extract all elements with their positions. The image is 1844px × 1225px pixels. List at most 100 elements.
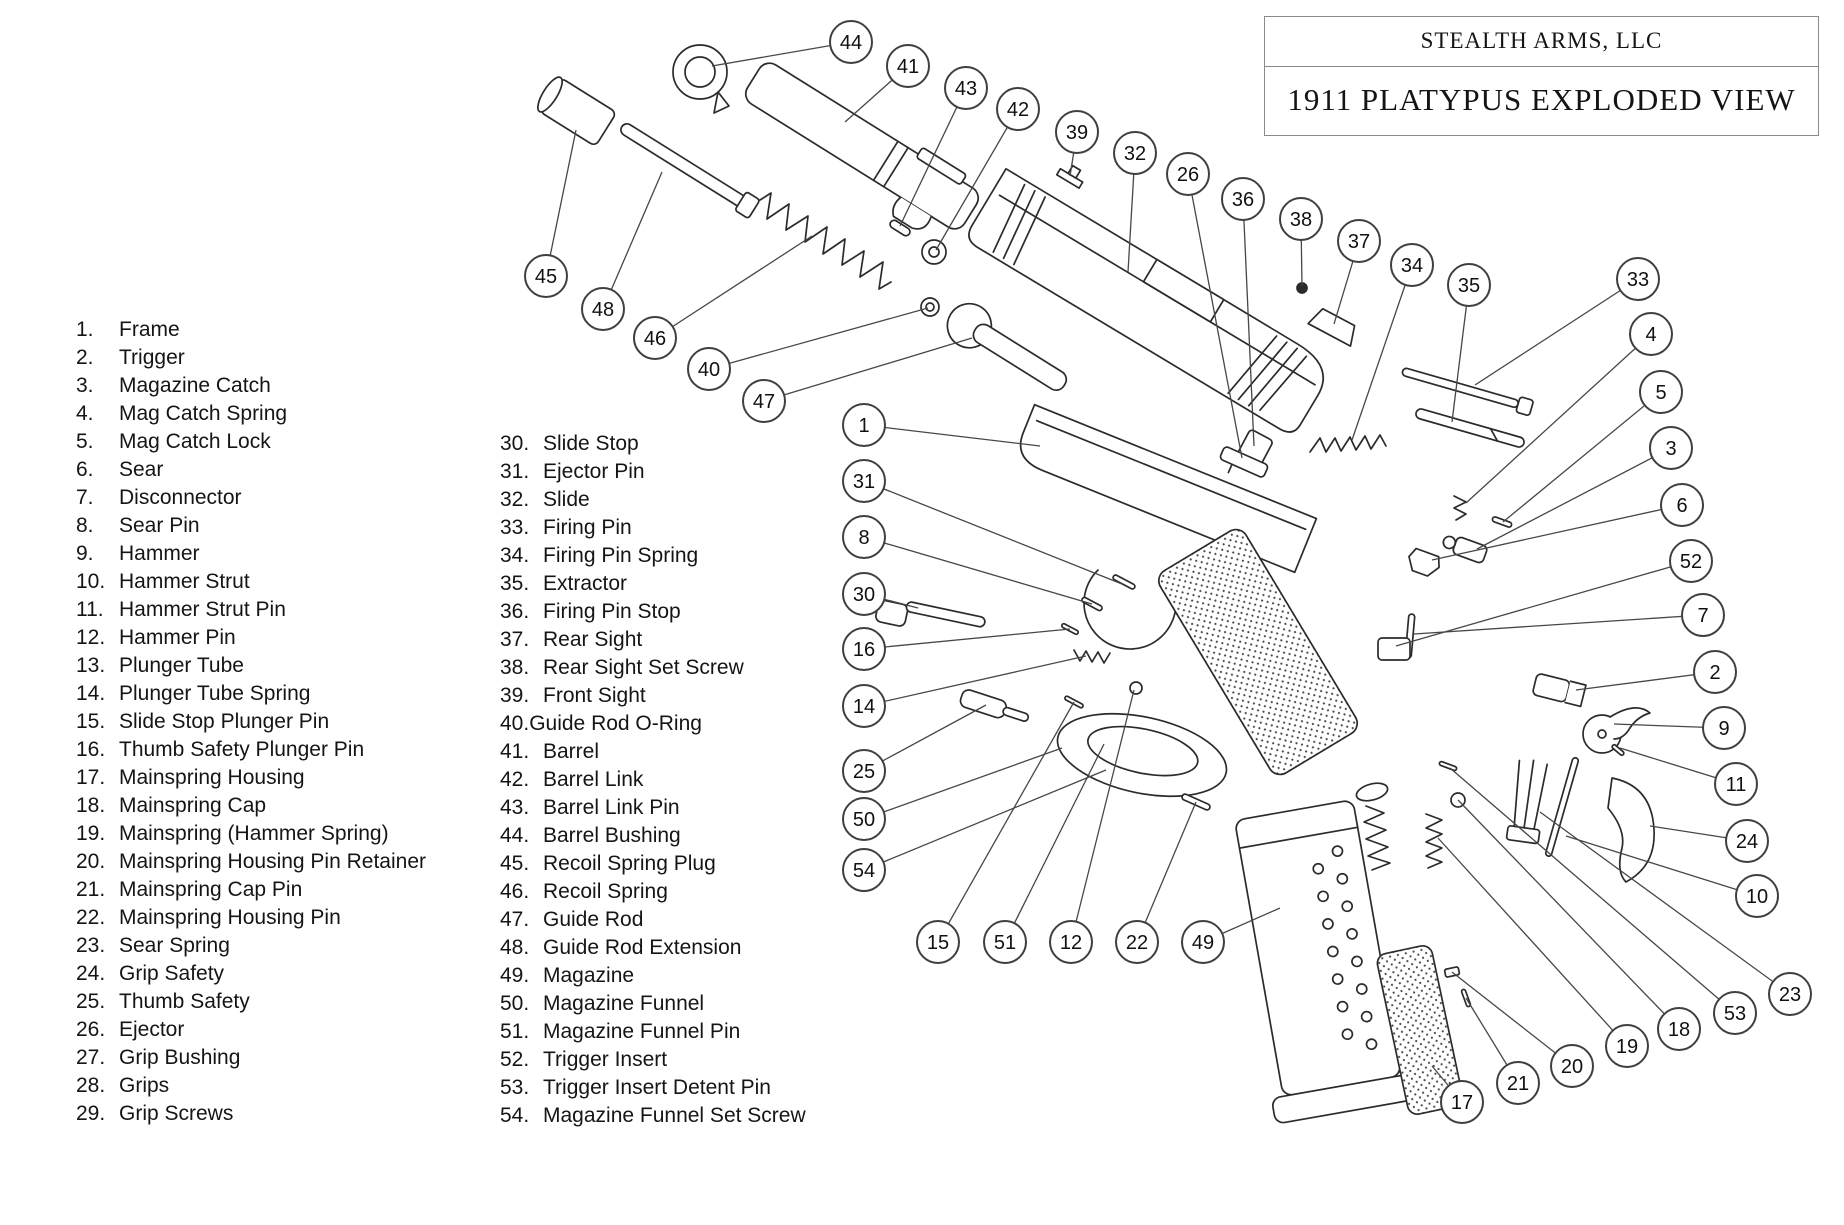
leader-line-45 xyxy=(545,129,577,277)
part-trigger-insert xyxy=(1377,637,1411,661)
leader-line-20 xyxy=(1451,971,1573,1067)
parts-list-item-10: 10.Hammer Strut xyxy=(76,568,426,596)
svg-text:16: 16 xyxy=(853,639,875,661)
part-thumb-safety xyxy=(959,689,1030,722)
callout-54: 54 xyxy=(842,848,886,892)
parts-list-item-48: 48.Guide Rod Extension xyxy=(500,934,806,962)
part-frame xyxy=(1019,403,1359,776)
svg-text:49: 49 xyxy=(1192,932,1214,954)
part-magazine-follower xyxy=(1355,782,1389,802)
part-mag-catch-spring xyxy=(1453,495,1467,521)
callout-21: 21 xyxy=(1496,1061,1540,1105)
svg-text:39: 39 xyxy=(1066,122,1088,144)
callout-2: 2 xyxy=(1693,650,1737,694)
parts-list-item-51: 51.Magazine Funnel Pin xyxy=(500,1018,806,1046)
svg-text:52: 52 xyxy=(1680,551,1702,573)
part-label: Mag Catch Lock xyxy=(119,430,271,453)
parts-list-item-39: 39.Front Sight xyxy=(500,682,806,710)
parts-list-item-47: 47.Guide Rod xyxy=(500,906,806,934)
svg-text:17: 17 xyxy=(1451,1092,1473,1114)
svg-text:10: 10 xyxy=(1746,886,1768,908)
part-number: 24. xyxy=(76,962,106,985)
part-number: 18. xyxy=(76,794,106,817)
part-number: 41. xyxy=(500,740,530,763)
svg-text:8: 8 xyxy=(858,527,869,549)
part-label: Rear Sight xyxy=(543,628,643,651)
parts-list-item-25: 25.Thumb Safety xyxy=(76,988,426,1016)
part-number: 51. xyxy=(500,1020,530,1043)
parts-list-item-34: 34.Firing Pin Spring xyxy=(500,542,806,570)
part-number: 37. xyxy=(500,628,530,651)
callout-18: 18 xyxy=(1657,1007,1701,1051)
part-label: Hammer Pin xyxy=(119,626,236,649)
callout-49: 49 xyxy=(1181,920,1225,964)
part-number: 31. xyxy=(500,460,530,483)
part-magazine-catch xyxy=(1442,535,1488,564)
callout-24: 24 xyxy=(1725,819,1769,863)
part-number: 40. xyxy=(500,712,530,735)
parts-list-item-14: 14.Plunger Tube Spring xyxy=(76,680,426,708)
svg-text:2: 2 xyxy=(1709,662,1720,684)
part-number: 10. xyxy=(76,570,106,593)
parts-list-item-45: 45.Recoil Spring Plug xyxy=(500,850,806,878)
svg-text:45: 45 xyxy=(535,266,557,288)
parts-list-item-27: 27.Grip Bushing xyxy=(76,1044,426,1072)
part-number: 54. xyxy=(500,1104,530,1127)
part-recoil-spring xyxy=(759,192,892,290)
part-number: 34. xyxy=(500,544,530,567)
parts-list-item-50: 50.Magazine Funnel xyxy=(500,990,806,1018)
svg-text:37: 37 xyxy=(1348,231,1370,253)
leader-line-3 xyxy=(1476,447,1672,550)
parts-list-item-1: 1.Frame xyxy=(76,316,426,344)
svg-text:50: 50 xyxy=(853,809,875,831)
part-number: 32. xyxy=(500,488,530,511)
part-label: Rear Sight Set Screw xyxy=(543,656,744,679)
part-number: 4. xyxy=(76,402,94,425)
svg-text:44: 44 xyxy=(840,32,862,54)
parts-list-item-37: 37. Rear Sight xyxy=(500,626,806,654)
part-number: 5. xyxy=(76,430,94,453)
part-label: Guide Rod xyxy=(543,908,644,931)
parts-list-item-19: 19.Mainspring (Hammer Spring) xyxy=(76,820,426,848)
svg-text:42: 42 xyxy=(1007,99,1029,121)
parts-list-item-38: 38.Rear Sight Set Screw xyxy=(500,654,806,682)
callout-38: 38 xyxy=(1279,197,1323,241)
part-label: Grips xyxy=(119,1074,170,1097)
leader-line-10 xyxy=(1565,835,1758,897)
part-label: Trigger Insert xyxy=(543,1048,668,1071)
part-plunger-tube-spring xyxy=(1073,649,1111,664)
svg-text:6: 6 xyxy=(1676,495,1687,517)
callout-47: 47 xyxy=(742,379,786,423)
parts-list-item-16: 16.Thumb Safety Plunger Pin xyxy=(76,736,426,764)
svg-text:33: 33 xyxy=(1627,269,1649,291)
svg-text:48: 48 xyxy=(592,299,614,321)
part-trigger xyxy=(1532,673,1587,708)
leader-line-16 xyxy=(863,628,1071,650)
part-number: 13. xyxy=(76,654,106,677)
part-label: Thumb Safety Plunger Pin xyxy=(119,738,365,761)
svg-text:54: 54 xyxy=(853,860,875,882)
parts-list-item-52: 52.Trigger Insert xyxy=(500,1046,806,1074)
part-number: 50. xyxy=(500,992,530,1015)
part-label: Slide xyxy=(543,488,590,511)
leader-line-19 xyxy=(1437,837,1628,1047)
svg-text:9: 9 xyxy=(1718,718,1729,740)
leader-line-8 xyxy=(863,536,1093,605)
parts-list-item-33: 33.Firing Pin xyxy=(500,514,806,542)
svg-text:53: 53 xyxy=(1724,1003,1746,1025)
part-label: Guide Rod O-Ring xyxy=(529,712,702,735)
part-label: Barrel xyxy=(543,740,600,763)
part-label: Front Sight xyxy=(543,684,646,707)
callout-15: 15 xyxy=(916,920,960,964)
svg-text:11: 11 xyxy=(1726,774,1747,796)
callout-36: 36 xyxy=(1221,177,1265,221)
callout-6: 6 xyxy=(1660,483,1704,527)
parts-list-item-17: 17.Mainspring Housing xyxy=(76,764,426,792)
callout-22: 22 xyxy=(1115,920,1159,964)
part-label: Trigger Insert Detent Pin xyxy=(543,1076,771,1099)
leader-line-34 xyxy=(1351,264,1413,441)
leader-line-12 xyxy=(1070,689,1135,943)
svg-text:21: 21 xyxy=(1507,1073,1529,1095)
